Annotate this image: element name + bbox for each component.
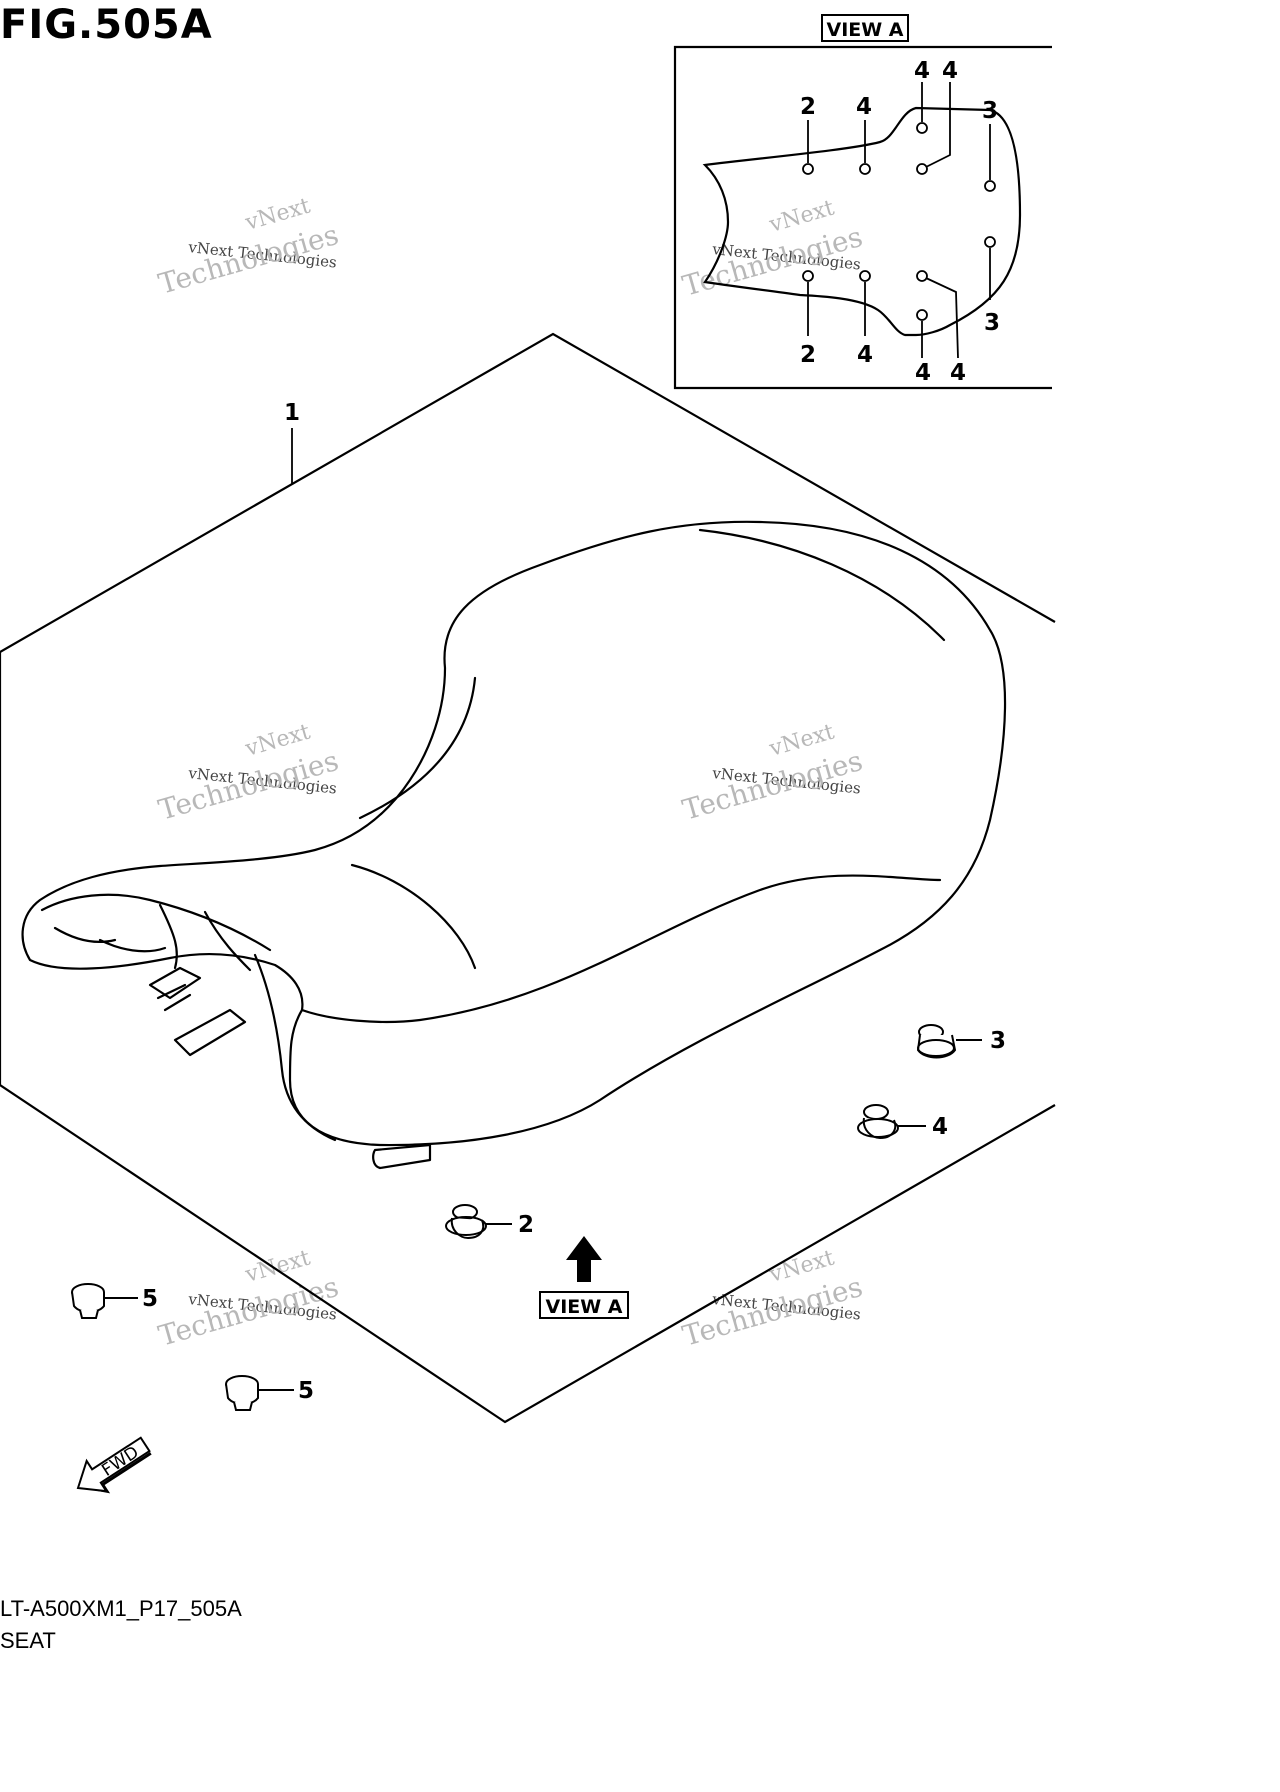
seat-rear-inner	[40, 893, 272, 952]
callout-1-group: 1	[284, 400, 300, 484]
figure-title: FIG.505A	[0, 2, 213, 48]
view-a-callout-4-top-b: 4	[914, 58, 930, 84]
part-2	[445, 1204, 512, 1240]
hole-3-top	[984, 180, 996, 192]
hole-4-top-a	[859, 163, 871, 175]
seat-edge-line	[300, 874, 942, 1024]
view-a-callout-4-bottom-a: 4	[857, 342, 873, 368]
assembly-frame	[0, 332, 1056, 1424]
diagram-name: SEAT	[0, 1628, 56, 1653]
view-a-arrow-label-box	[539, 1291, 629, 1319]
part-5-b	[225, 1375, 294, 1411]
view-a-callout-2-top: 2	[800, 94, 816, 120]
hole-3-bottom	[984, 236, 996, 248]
seat-side-line	[253, 953, 337, 1142]
view-a-label: VIEW A	[826, 19, 903, 41]
seat-rear-fabric	[53, 926, 167, 953]
view-a-frame	[673, 45, 1052, 390]
view-a-callout-3-top: 3	[982, 98, 998, 124]
view-a-holes	[802, 122, 996, 321]
watermark-4: vNext vNext Technologies Technologies	[679, 720, 866, 827]
seat-front-hook	[372, 1143, 432, 1170]
part-4	[857, 1104, 926, 1140]
fwd-arrow-icon: FWD	[76, 1436, 152, 1494]
callout-2: 2	[518, 1212, 534, 1238]
part-3	[916, 1024, 982, 1059]
seat-latch-tab	[173, 1008, 247, 1057]
view-a-leaders	[807, 82, 991, 359]
hole-4-top-c	[916, 163, 928, 175]
seat-outline	[21, 520, 1007, 1147]
hole-4-top-b	[916, 122, 928, 134]
watermark-2: vNext vNext Technologies Technologies	[679, 196, 866, 303]
part-5-a	[71, 1283, 138, 1319]
view-a-callout-4-bottom-b: 4	[915, 360, 931, 386]
view-a-seat-outline	[702, 106, 1022, 337]
watermark-5: vNext vNext Technologies Technologies	[155, 1246, 342, 1353]
hole-4-bottom-c	[916, 309, 928, 321]
hole-2-bottom	[802, 270, 814, 282]
view-a-callout-4-bottom-c: 4	[950, 360, 966, 386]
diagram-code: LT-A500XM1_P17_505A	[0, 1596, 242, 1621]
view-a-callout-4-top-a: 4	[856, 94, 872, 120]
watermarks: vNext vNext Technologies Technologies vN…	[155, 194, 866, 1353]
seat-crease	[698, 528, 946, 642]
view-a-callout-4-top-c: 4	[942, 58, 958, 84]
seat-saddle-line	[350, 863, 477, 970]
callout-3: 3	[990, 1028, 1006, 1054]
callout-5-a: 5	[142, 1286, 158, 1312]
watermark-3: vNext vNext Technologies Technologies	[155, 720, 342, 827]
seat-illustration	[21, 520, 1007, 1170]
seat-latch	[148, 966, 202, 1012]
seat-ridge	[358, 676, 477, 820]
callout-5-b: 5	[298, 1378, 314, 1404]
watermark-1: vNext vNext Technologies Technologies	[155, 194, 342, 301]
view-a-detail: VIEW A	[673, 14, 1052, 390]
watermark-6: vNext vNext Technologies Technologies	[679, 1246, 866, 1353]
seat-rear-fold	[158, 903, 178, 970]
hole-4-bottom-a	[859, 270, 871, 282]
hole-2-top	[802, 163, 814, 175]
callout-1: 1	[284, 400, 300, 426]
hole-4-bottom-b	[916, 270, 928, 282]
view-a-arrow: VIEW A	[539, 1236, 629, 1319]
view-a-label-box	[821, 14, 909, 42]
seat-rear-fold-2	[203, 910, 252, 972]
view-a-callout-3-bottom: 3	[984, 310, 1000, 336]
view-a-arrow-label: VIEW A	[545, 1296, 622, 1318]
callout-4: 4	[932, 1114, 948, 1140]
view-a-callout-2-bottom: 2	[800, 342, 816, 368]
